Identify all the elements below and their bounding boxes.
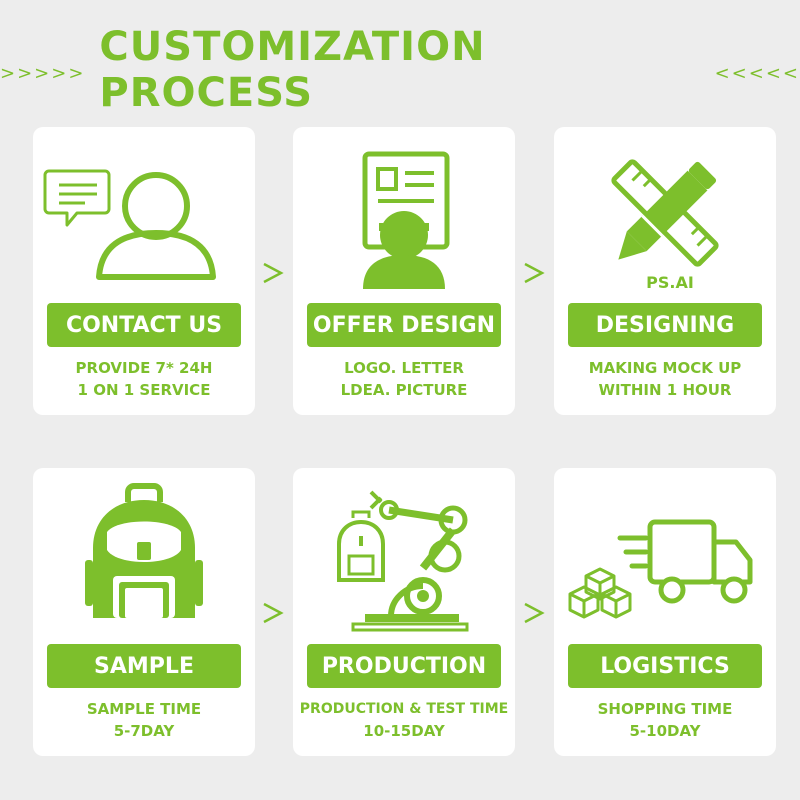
step-detail-line2: 5-7DAY	[113, 722, 175, 740]
step-detail-line1: SHOPPING TIME	[597, 700, 733, 718]
step-card-offer-design: OFFER DESIGN LOGO. LETTER LDEA. PICTURE	[293, 127, 515, 415]
step-detail-line2: WITHIN 1 HOUR	[598, 381, 732, 399]
step-label: CONTACT US	[47, 303, 241, 347]
step-detail-line1: SAMPLE TIME	[86, 700, 202, 718]
step-card-production: PRODUCTION PRODUCTION & TEST TIME 10-15D…	[293, 468, 515, 756]
step-card-logistics: LOGISTICS SHOPPING TIME 5-10DAY	[554, 468, 776, 756]
step-detail-line2: 10-15DAY	[363, 722, 445, 740]
arrow-icon	[524, 262, 545, 284]
left-chevrons: >>>>>	[0, 62, 86, 84]
step-detail-line1: PROVIDE 7* 24H	[75, 359, 213, 377]
backpack-icon	[85, 483, 203, 618]
person-chat-icon	[43, 169, 216, 280]
arrow-icon	[263, 262, 284, 284]
step-label: PRODUCTION	[307, 644, 501, 688]
arrow-icon	[263, 602, 284, 624]
robot-arm-icon	[337, 490, 469, 632]
arrow-icon	[524, 602, 545, 624]
step-detail-line1: MAKING MOCK UP	[588, 359, 742, 377]
step-card-contact-us: CONTACT US PROVIDE 7* 24H 1 ON 1 SERVICE	[33, 127, 255, 415]
icon-caption: PS.AI	[646, 273, 694, 292]
step-label: OFFER DESIGN	[307, 303, 501, 347]
delivery-truck-icon	[568, 519, 753, 619]
step-card-sample: SAMPLE SAMPLE TIME 5-7DAY	[33, 468, 255, 756]
step-label: LOGISTICS	[568, 644, 762, 688]
designer-document-icon	[362, 151, 450, 289]
step-card-designing: PS.AI DESIGNING MAKING MOCK UP WITHIN 1 …	[554, 127, 776, 415]
step-label: DESIGNING	[568, 303, 762, 347]
step-detail-line1: PRODUCTION & TEST TIME	[299, 701, 509, 717]
step-label: SAMPLE	[47, 644, 241, 688]
step-detail-line2: 5-10DAY	[629, 722, 701, 740]
right-chevrons: <<<<<	[714, 62, 800, 84]
step-detail-line1: LOGO. LETTER	[344, 359, 464, 377]
page-title: CUSTOMIZATION PROCESS	[99, 24, 486, 116]
pencil-ruler-icon	[611, 159, 719, 267]
step-detail-line2: 1 ON 1 SERVICE	[77, 381, 211, 399]
step-detail-line2: LDEA. PICTURE	[340, 381, 468, 399]
page-header: >>>>> CUSTOMIZATION PROCESS <<<<<	[0, 24, 800, 116]
